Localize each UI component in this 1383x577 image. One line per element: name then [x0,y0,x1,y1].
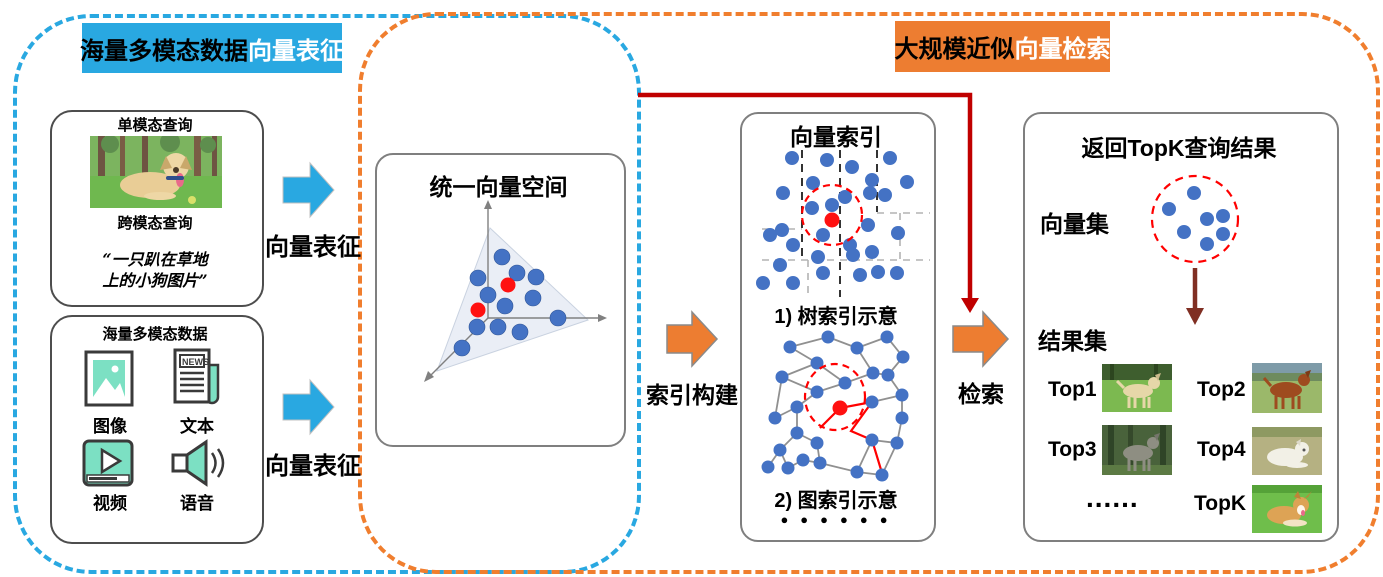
massive-data-panel [50,315,264,544]
tree-index-label: 1) 树索引示意 [774,306,898,328]
audio-item-label: 语音 [180,494,214,513]
graph-query-dot [832,400,848,416]
cross-modal-query-label: 跨模态查询 [117,215,193,232]
tree-query-dot [824,212,840,228]
result-image-top1 [1102,364,1172,412]
left-stage-title: 海量多模态数据向量表征 [80,23,344,73]
audio-icon [170,439,228,487]
graph-index-label: 2) 图索引示意 [774,490,898,512]
result-image-top4 [1252,427,1322,475]
result-image-topk [1252,485,1322,533]
news-icon: NEWS [172,347,224,407]
index-build-label: 索引构建 [646,382,738,408]
graph-index-plot [761,330,910,482]
query-text-line2: 上的小狗图片” [102,271,208,290]
tree-search-radius-circle [800,183,864,247]
query-dog-image [90,136,222,208]
result-label-topk: TopK [1194,492,1247,515]
query-text-line1: “一只趴在草地 [102,250,208,269]
vector-rep-label-1: 向量表征 [265,234,361,261]
vector-set-cluster [1150,174,1240,264]
vector-index-title: 向量索引 [790,124,882,150]
massive-data-title: 海量多模态数据 [102,326,208,343]
video-item-label: 视频 [93,494,127,513]
result-set-label: 结果集 [1038,328,1107,354]
result-label-top3: Top3 [1048,438,1097,461]
text-item-label: 文本 [180,417,214,436]
vector-set-label: 向量集 [1040,211,1109,237]
more-index-dots: ●●●●●● [780,512,900,527]
result-image-top3 [1102,425,1172,475]
query-vector-dots [470,277,516,318]
vector-space-title: 统一向量空间 [429,174,568,200]
tree-index-plot [756,150,930,297]
left-stage-title-black: 海量多模态数据 [80,37,248,65]
graph-search-radius-circle [803,362,867,432]
vector-search-region-border [358,12,1380,574]
search-label: 检索 [958,381,1004,407]
vector-space-plot [424,200,607,382]
right-stage-title: 大规模近似向量检索 [894,21,1111,72]
image-item-label: 图像 [93,417,127,436]
result-image-top2 [1252,363,1322,413]
index-build-arrow [666,310,719,368]
result-label-top1: Top1 [1048,378,1097,401]
result-ellipsis: ...... [1086,482,1139,513]
topk-result-title: 返回TopK查询结果 [1081,135,1277,161]
vector-rep-arrow-1 [282,161,335,219]
single-modal-query-label: 单模态查询 [117,117,193,134]
vector-representation-region-border [13,14,641,574]
right-stage-title-black: 大规模近似 [894,36,1015,63]
right-stage-title-white: 向量检索 [1014,36,1111,63]
vector-rep-label-2: 向量表征 [265,453,361,480]
result-label-top2: Top2 [1197,378,1246,401]
vector-rep-arrow-2 [282,378,335,436]
stage-connector-arrow [638,92,979,313]
left-stage-title-white: 向量表征 [248,37,344,65]
vector-set-to-results-arrow [1186,268,1204,325]
video-icon [82,439,134,487]
search-arrow [952,310,1010,368]
svg-text:NEWS: NEWS [182,357,209,367]
image-icon [84,350,134,407]
result-label-top4: Top4 [1197,438,1246,461]
